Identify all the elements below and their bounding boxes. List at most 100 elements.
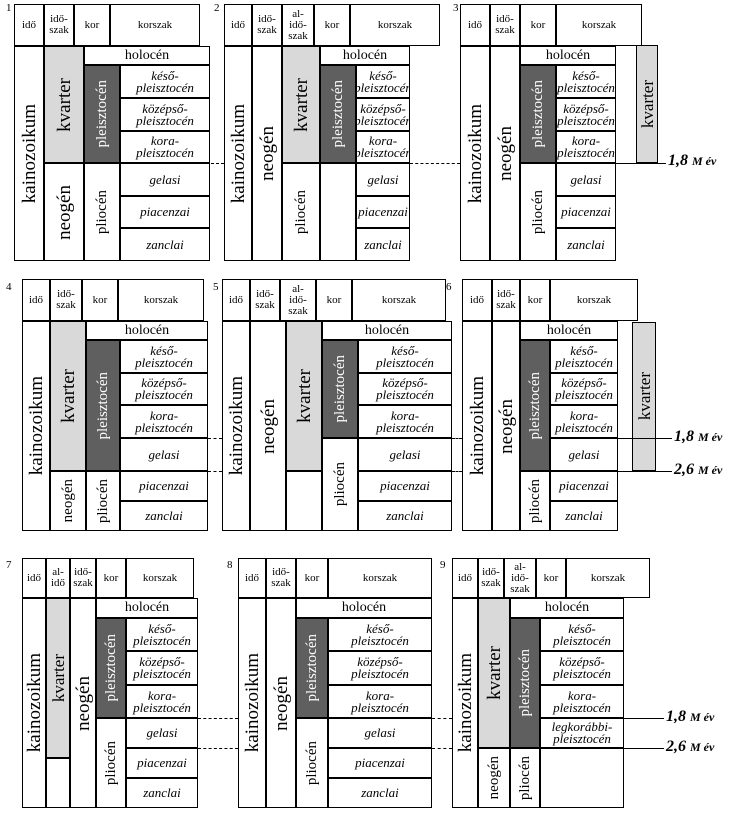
header-idoszak-line: idő- xyxy=(496,13,514,25)
panel-number: 5 xyxy=(213,281,219,293)
age-kozepso-lines: középső-pleisztocén xyxy=(135,376,193,401)
unit-pliocen: pliocén xyxy=(520,471,550,531)
unit-pliocen: pliocén xyxy=(510,748,540,808)
age-gelasi-label: gelasi xyxy=(146,725,178,740)
age-keso-line: késő- xyxy=(150,342,178,358)
header-alidoszak-line: idő- xyxy=(511,571,529,584)
age-keso-lines: késő-pleisztocén xyxy=(557,69,615,95)
header-ido-label: idő xyxy=(230,18,246,31)
header-idoszak: idő-szak xyxy=(252,4,282,46)
age-kora-lines: kora-pleisztocén xyxy=(357,134,409,159)
header-korszak-label: korszak xyxy=(137,18,173,31)
unit-kvarter-outside-label: kvarter xyxy=(637,79,657,129)
header-kor: kor xyxy=(314,4,350,46)
unit-kvarter-label: kvarter xyxy=(53,77,75,132)
age-kora-lines: kora-pleisztocén xyxy=(553,689,611,714)
age-kora-line: pleisztocén xyxy=(557,145,615,160)
age-marker: 1,8 M év xyxy=(666,709,714,725)
age-piacenzai: piacenzai xyxy=(328,748,432,778)
header-korszak-label: korszak xyxy=(362,571,398,584)
age-zanclai-label: zanclai xyxy=(361,785,399,800)
header-kor: kor xyxy=(536,558,566,598)
header-idoszak-line: idő- xyxy=(258,13,276,25)
age-keso: késő-pleisztocén xyxy=(356,65,410,98)
header-ido: idő xyxy=(224,4,252,46)
boundary-dashed-line xyxy=(452,438,462,439)
header-alidoszak-line: szak xyxy=(288,304,308,317)
age-keso: késő-pleisztocén xyxy=(550,340,618,373)
header-kor-label: kor xyxy=(304,571,320,584)
header-kor-label: kor xyxy=(530,18,546,31)
header-idoszak-lines: idő-szak xyxy=(73,567,93,589)
header-ido-label: idő xyxy=(457,571,473,584)
age-kozepso-line: középső- xyxy=(382,375,428,390)
age-kora-line: kora- xyxy=(365,687,395,703)
unit-pleisztocen: pleisztocén xyxy=(520,340,550,471)
unit-neogen-label: neogén xyxy=(485,756,502,800)
unit-kvarter: kvarter xyxy=(44,46,84,163)
header-ido: idő xyxy=(238,558,266,598)
age-gelasi: gelasi xyxy=(356,163,410,196)
header-kor-label: kor xyxy=(324,18,340,31)
unit-kainozoikum-label: kainozoikum xyxy=(18,103,40,204)
unit-pleisztocen-label: pleisztocén xyxy=(529,80,546,148)
unit-holocen-label: holocén xyxy=(545,47,591,63)
blank xyxy=(540,748,624,808)
header-alidoszak-lines: al-idő-szak xyxy=(510,560,530,595)
unit-pleisztocen-label: pleisztocén xyxy=(516,649,533,717)
unit-pliocen: pliocén xyxy=(520,163,556,261)
header-alidoszak-line: szak xyxy=(288,29,308,42)
unit-neogen-label: neogén xyxy=(72,675,94,731)
header-idoszak-lines: idő-szak xyxy=(496,289,516,311)
age-kozepso-line: pleisztocén xyxy=(356,112,410,128)
header-kor-label: kor xyxy=(103,571,119,584)
age-kozepso-lines: középső-pleisztocén xyxy=(136,100,194,127)
unit-kvarter-outside-label: kvarter xyxy=(634,372,654,421)
age-keso-lines: késő-pleisztocén xyxy=(136,69,194,94)
header-idoszak-lines: idő-szak xyxy=(56,289,76,311)
age-keso: késő-pleisztocén xyxy=(556,65,616,98)
header-alido-line: idő xyxy=(50,577,66,589)
boundary-dashed-line xyxy=(208,471,222,472)
age-keso-line: pleisztocén xyxy=(555,354,613,370)
unit-kainozoikum-label: kainozoikum xyxy=(454,653,476,753)
unit-kainozoikum-label: kainozoikum xyxy=(25,376,47,476)
header-alidoszak-line: al- xyxy=(292,7,304,20)
age-kozepso-line: pleisztocén xyxy=(376,387,434,402)
boundary-dashed-line xyxy=(196,163,224,164)
header-alidoszak-line: al- xyxy=(292,282,304,295)
header-korszak-label: korszak xyxy=(581,18,617,31)
header-korszak: korszak xyxy=(550,279,638,321)
header-korszak: korszak xyxy=(110,4,200,46)
age-keso-line: pleisztocén xyxy=(557,79,615,95)
unit-kvarter-label: kvarter xyxy=(290,77,312,132)
age-kora-lines: kora-pleisztocén xyxy=(351,687,409,714)
age-kora-lines: kora-pleisztocén xyxy=(133,689,191,714)
age-gelasi: gelasi xyxy=(328,718,432,748)
age-marker-unit: M év xyxy=(690,740,715,754)
age-marker-unit: M év xyxy=(692,154,717,168)
unit-pleisztocen: pleisztocén xyxy=(296,618,328,718)
age-kora-lines: kora-pleisztocén xyxy=(135,409,193,434)
age-legkorabbi-line: legkorábbi- xyxy=(551,719,613,734)
unit-pliocen-label: pliocén xyxy=(526,478,543,524)
age-marker-unit: M év xyxy=(690,710,715,724)
age-piacenzai: piacenzai xyxy=(120,196,210,228)
age-piacenzai-label: piacenzai xyxy=(137,755,187,770)
header-ido-label: idő xyxy=(467,18,483,31)
age-zanclai-label: zanclai xyxy=(567,236,605,252)
boundary-dashed-line xyxy=(432,718,452,719)
unit-kainozoikum: kainozoikum xyxy=(222,321,250,531)
age-piacenzai-label: piacenzai xyxy=(559,478,609,493)
age-kozepso-line: középső- xyxy=(142,100,188,116)
header-ido-label: idő xyxy=(21,18,37,31)
header-alido: al-idő xyxy=(46,558,70,598)
header-idoszak-line: idő- xyxy=(57,288,75,300)
header-kor: kor xyxy=(96,558,126,598)
boundary-dashed-line xyxy=(198,748,238,749)
header-alidoszak-line: al- xyxy=(514,560,526,573)
age-zanclai-label: zanclai xyxy=(145,508,183,523)
age-keso-lines: késő-pleisztocén xyxy=(357,69,409,94)
unit-kainozoikum: kainozoikum xyxy=(452,598,478,808)
unit-neogen: neogén xyxy=(478,748,510,808)
